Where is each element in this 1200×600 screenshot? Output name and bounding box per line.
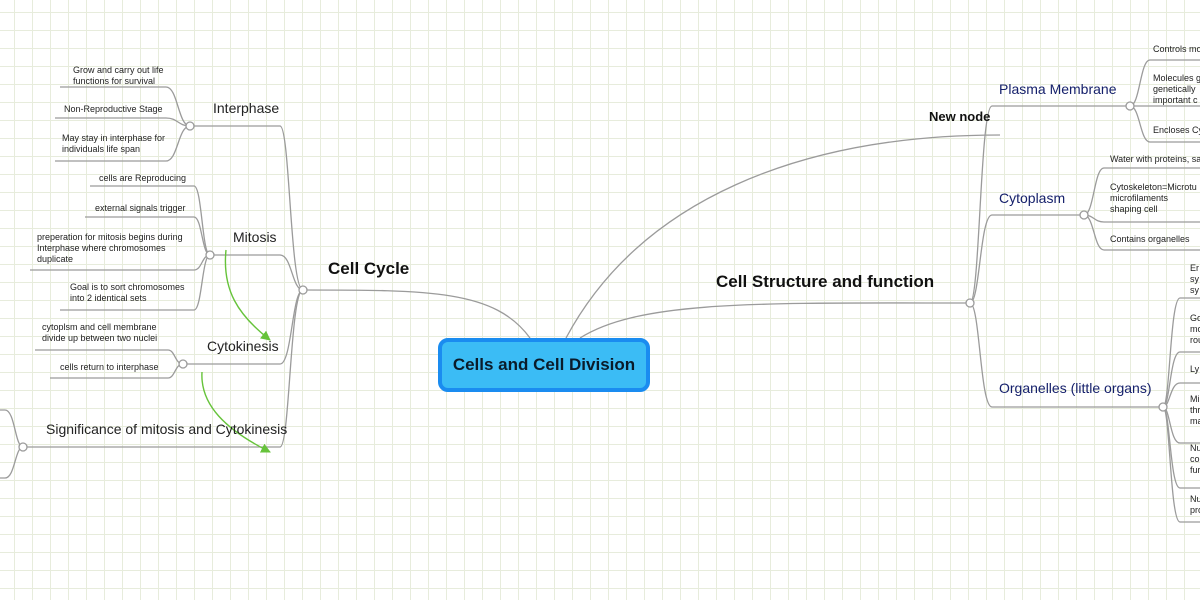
- leaf-cytoplasm-2[interactable]: Cytoskeleton=Microtu microfilaments shap…: [1110, 182, 1197, 214]
- leaf-interphase-1[interactable]: Grow and carry out life functions for su…: [73, 65, 164, 86]
- branch-toggle-cytokinesis: [178, 359, 188, 369]
- main-topic-cell-structure[interactable]: Cell Structure and function: [716, 272, 935, 291]
- leaf-plasma-1[interactable]: Controls mo: [1153, 44, 1200, 54]
- new-node[interactable]: New node: [929, 109, 991, 124]
- subtopic-significance[interactable]: Significance of mitosis and Cytokinesis: [46, 421, 288, 437]
- subtopic-mitosis[interactable]: Mitosis: [233, 229, 277, 245]
- leaf-cytoplasm-3[interactable]: Contains organelles: [1110, 234, 1190, 244]
- leaf-plasma-3[interactable]: Encloses Cy: [1153, 125, 1200, 135]
- leaf-organelles-5[interactable]: Nu co fur: [1190, 443, 1200, 475]
- branch-toggle-cellcycle: [298, 285, 308, 295]
- main-topic-cell-cycle[interactable]: Cell Cycle: [328, 259, 410, 278]
- leaf-organelles-6[interactable]: Nu pro: [1190, 494, 1200, 515]
- subtopic-organelles[interactable]: Organelles (little organs): [999, 380, 1152, 396]
- branch-toggle-organelles: [1158, 402, 1168, 412]
- subtopic-plasma-membrane[interactable]: Plasma Membrane: [999, 81, 1117, 97]
- leaf-interphase-2[interactable]: Non-Reproductive Stage: [64, 104, 163, 114]
- central-topic[interactable]: Cells and Cell Division: [438, 338, 650, 392]
- subtopic-cytokinesis[interactable]: Cytokinesis: [207, 338, 279, 354]
- leaf-organelles-1[interactable]: Er sy sy: [1190, 263, 1199, 295]
- leaf-organelles-4[interactable]: Mi thr ma: [1190, 394, 1200, 426]
- central-topic-label: Cells and Cell Division: [452, 355, 636, 374]
- connector-central-cellstructure: [579, 302, 971, 339]
- branch-toggle-cellstructure: [965, 298, 975, 308]
- branch-toggle-mitosis: [205, 250, 215, 260]
- connector-central-newnode: [565, 134, 1001, 339]
- leaf-cytokinesis-1[interactable]: cytoplsm and cell membrane divide up bet…: [42, 322, 158, 343]
- connector-central-cellcycle: [302, 289, 531, 339]
- relationship-arrow-cytokinesis-significance: [201, 371, 271, 453]
- branch-toggle-interphase: [185, 121, 195, 131]
- leaf-cytoplasm-1[interactable]: Water with proteins, sa: [1110, 154, 1200, 164]
- branch-toggle-cytoplasm: [1079, 210, 1089, 220]
- leaf-mitosis-2[interactable]: external signals trigger: [95, 203, 186, 213]
- leaf-organelles-3[interactable]: Ly: [1190, 364, 1200, 374]
- subtopic-cytoplasm[interactable]: Cytoplasm: [999, 190, 1066, 206]
- leaf-cytokinesis-2[interactable]: cells return to interphase: [60, 362, 159, 372]
- leaf-mitosis-1[interactable]: cells are Reproducing: [99, 173, 187, 183]
- leaf-mitosis-4[interactable]: Goal is to sort chromosomes into 2 ident…: [70, 282, 185, 303]
- leaf-plasma-2[interactable]: Molecules g genetically important c: [1153, 73, 1200, 105]
- leaf-organelles-2[interactable]: Go mo rou: [1190, 313, 1200, 345]
- branch-toggle-significance: [18, 442, 28, 452]
- leaf-interphase-3[interactable]: May stay in interphase for individuals l…: [62, 133, 166, 154]
- subtopic-interphase[interactable]: Interphase: [213, 100, 280, 116]
- relationship-arrow-mitosis-cytokinesis: [224, 249, 271, 341]
- branch-toggle-plasma: [1125, 101, 1135, 111]
- leaf-mitosis-3[interactable]: preperation for mitosis begins during In…: [37, 232, 183, 264]
